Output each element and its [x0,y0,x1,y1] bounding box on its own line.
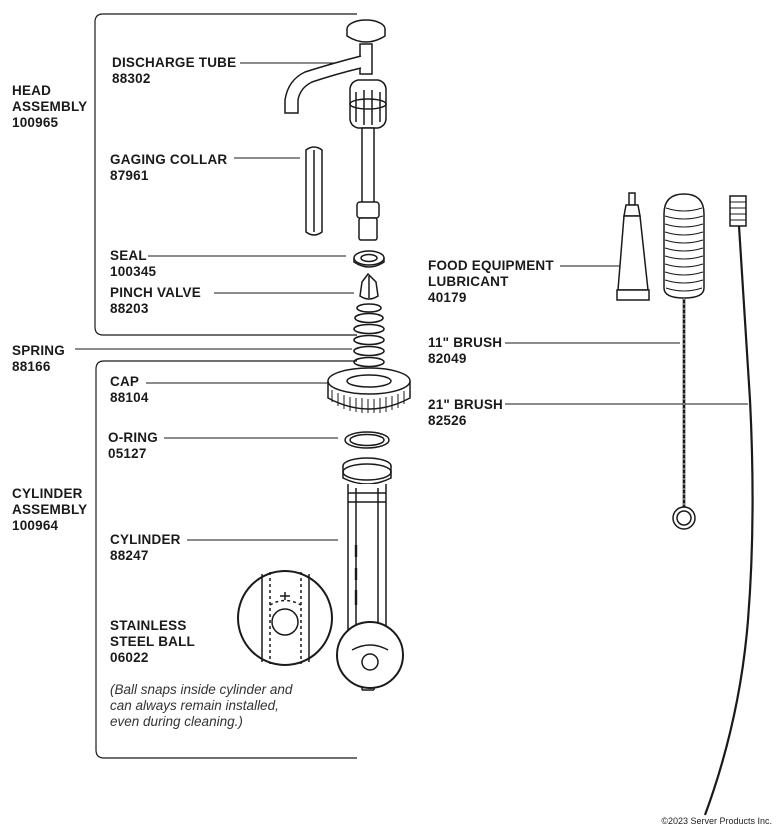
cap-illustration [327,367,411,413]
head-assembly-name-2: ASSEMBLY [12,99,88,114]
pinch-valve-part: 88203 [110,301,149,316]
spring-name: SPRING [12,343,65,358]
gaging-collar-name: GAGING COLLAR [110,152,228,167]
seal-label: SEAL 100345 [110,248,156,280]
cylinder-name: CYLINDER [110,532,181,547]
steel-ball-label: STAINLESS STEEL BALL 06022 [110,618,195,666]
copyright-text: ©2023 Server Products Inc. [661,816,772,826]
gaging-collar-label: GAGING COLLAR 87961 [110,152,227,184]
discharge-tube-label: DISCHARGE TUBE 88302 [112,55,236,87]
lubricant-name-1: FOOD EQUIPMENT [428,258,554,273]
lubricant-part: 40179 [428,290,467,305]
seal-name: SEAL [110,248,147,263]
cylinder-assembly-name-1: CYLINDER [12,486,83,501]
head-assembly-name-1: HEAD [12,83,52,98]
cylinder-assembly-name-2: ASSEMBLY [12,502,88,517]
discharge-tube-illustration [284,19,387,241]
lubricant-name-2: LUBRICANT [428,274,509,289]
leader-lines [75,62,748,541]
cylinder-assembly-bracket [95,360,357,759]
cylinder-part: 88247 [110,548,149,563]
brush-21-illustration [703,195,754,816]
steel-ball-name-1: STAINLESS [110,618,187,633]
ball-note-line-1: (Ball snaps inside cylinder and [110,682,293,697]
o-ring-label: O-RING 05127 [108,430,158,462]
seal-part: 100345 [110,264,157,279]
gaging-collar-illustration [305,146,323,236]
ball-note-line-3: even during cleaning.) [110,714,243,729]
o-ring-illustration [344,431,390,449]
steel-ball-detail-illustration [237,570,404,689]
brush-11-illustration [663,193,705,530]
cap-name: CAP [110,374,140,389]
discharge-tube-part: 88302 [112,71,151,86]
spring-part: 88166 [12,359,51,374]
pinch-valve-name: PINCH VALVE [110,285,201,300]
discharge-tube-name: DISCHARGE TUBE [112,55,237,70]
lubricant-label: FOOD EQUIPMENT LUBRICANT 40179 [428,258,554,306]
pinch-valve-illustration [359,272,379,300]
brush-11-part: 82049 [428,351,467,366]
cap-label: CAP 88104 [110,374,149,406]
o-ring-part: 05127 [108,446,147,461]
brush-21-name: 21" BRUSH [428,397,503,412]
ball-note-line-2: can always remain installed, [110,698,279,713]
cylinder-label: CYLINDER 88247 [110,532,181,564]
brush-21-label: 21" BRUSH 82526 [428,397,503,429]
o-ring-name: O-RING [108,430,158,445]
spring-illustration [353,303,385,379]
lubricant-tube-illustration [616,192,650,301]
brush-11-label: 11" BRUSH 82049 [428,335,502,367]
head-assembly-bracket [94,13,357,336]
ball-note: (Ball snaps inside cylinder and can alwa… [110,682,292,730]
seal-illustration [353,250,385,268]
head-assembly-part: 100965 [12,115,59,130]
steel-ball-name-2: STEEL BALL [110,634,196,649]
cylinder-assembly-label: CYLINDER ASSEMBLY 100964 [12,486,87,534]
pinch-valve-label: PINCH VALVE 88203 [110,285,201,317]
head-assembly-label: HEAD ASSEMBLY 100965 [12,83,87,131]
cylinder-assembly-part: 100964 [12,518,59,533]
brush-11-name: 11" BRUSH [428,335,503,350]
spring-label: SPRING 88166 [12,343,65,375]
gaging-collar-part: 87961 [110,168,149,183]
brush-21-part: 82526 [428,413,467,428]
cap-part: 88104 [110,390,149,405]
steel-ball-part: 06022 [110,650,149,665]
